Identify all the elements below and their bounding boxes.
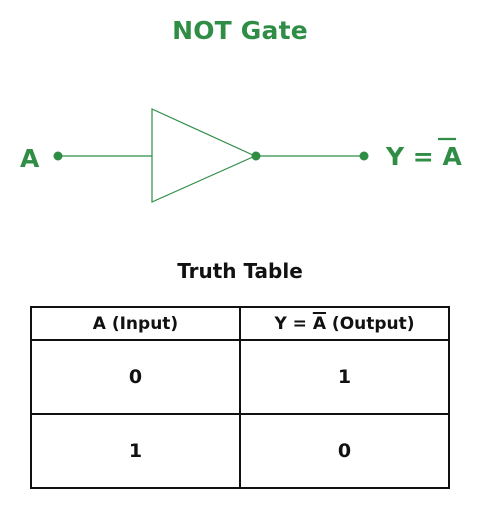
table-row: 1 0: [30, 413, 450, 489]
cell-input: 0: [30, 339, 241, 415]
not-gate-triangle: [151, 108, 257, 203]
header-output-var: A: [312, 313, 327, 334]
truth-table: A (Input) Y = A (Output) 0 1 1 0: [30, 306, 450, 489]
output-label: Y = A: [385, 142, 462, 171]
not-gate-diagram: A Y = A: [20, 108, 462, 203]
cell-input: 1: [30, 413, 241, 489]
truth-table-header-row: A (Input) Y = A (Output): [30, 306, 450, 341]
diagram-title: NOT Gate: [172, 16, 308, 45]
cell-output: 1: [239, 339, 450, 415]
header-output: Y = A (Output): [239, 306, 450, 341]
output-label-var: A: [442, 142, 462, 171]
truth-table-title: Truth Table: [177, 259, 303, 283]
header-input: A (Input): [30, 306, 241, 341]
table-row: 0 1: [30, 339, 450, 415]
input-label: A: [20, 144, 40, 173]
output-terminal-dot: [359, 151, 369, 161]
cell-output: 0: [239, 413, 450, 489]
